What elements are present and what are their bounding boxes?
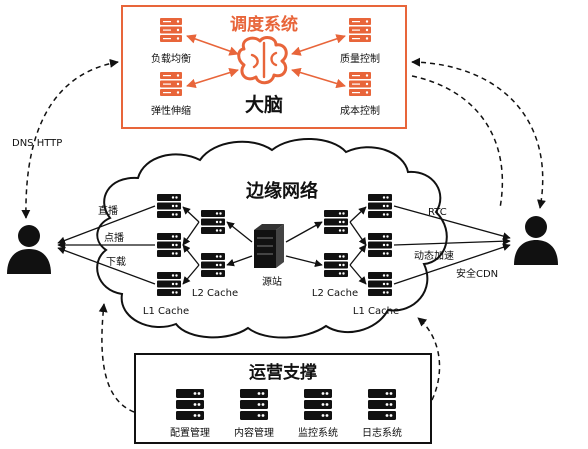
cost-control-server-icon: [349, 72, 371, 96]
left-l1-server-top: [157, 194, 181, 218]
monitoring-system-label: 监控系统: [298, 426, 338, 439]
quality-control-label: 质量控制: [340, 52, 380, 65]
right-l1-server-bottom: [368, 272, 392, 296]
autoscaling-server-icon: [160, 72, 182, 96]
dynamic-acceleration-label: 动态加速: [414, 249, 454, 262]
live-label: 直播: [98, 204, 118, 217]
left-l2-cache-label: L2 Cache: [192, 288, 238, 299]
protocol-label: DNS HTTP: [12, 138, 62, 149]
left-l1-server-bottom: [157, 272, 181, 296]
autoscaling-label: 弹性伸缩: [151, 104, 191, 117]
right-l1-server-mid: [368, 233, 392, 257]
config-management-icon: [176, 389, 204, 420]
right-l2-server-bottom: [324, 253, 348, 277]
operations-title: 运营支撑: [249, 362, 317, 383]
right-user-icon: [514, 216, 558, 265]
brain-icon: [237, 36, 288, 85]
cost-control-label: 成本控制: [340, 104, 380, 117]
secure-cdn-label: 安全CDN: [456, 267, 498, 280]
content-management-label: 内容管理: [234, 426, 274, 439]
scheduling-title: 调度系统: [230, 14, 298, 35]
config-management-label: 配置管理: [170, 426, 210, 439]
scheduling-system-box: 调度系统 大脑 负载均衡 弹性伸缩 质量控制 成本控制: [121, 5, 407, 129]
right-l1-server-top: [368, 194, 392, 218]
right-l2-server-top: [324, 210, 348, 234]
edge-network-title: 边缘网络: [245, 180, 318, 202]
left-user-icon: [7, 225, 51, 274]
brain-label: 大脑: [245, 93, 283, 116]
vod-label: 点播: [104, 231, 124, 244]
left-l1-cache-label: L1 Cache: [143, 306, 189, 317]
left-l2-server-bottom: [201, 253, 225, 277]
logging-system-label: 日志系统: [362, 426, 402, 439]
left-l2-server-top: [201, 210, 225, 234]
origin-label: 源站: [262, 275, 282, 288]
edge-connections: [57, 205, 511, 285]
dashed-connectors: [21, 57, 546, 413]
logging-system-icon: [368, 389, 396, 420]
download-label: 下载: [106, 256, 126, 268]
quality-control-server-icon: [349, 18, 371, 42]
right-l1-cache-label: L1 Cache: [353, 306, 399, 317]
origin-server-icon: [254, 224, 284, 268]
right-l2-cache-label: L2 Cache: [312, 288, 358, 299]
left-l1-server-mid: [157, 233, 181, 257]
monitoring-system-icon: [304, 389, 332, 420]
load-balancing-server-icon: [160, 18, 182, 42]
operations-support-box: 运营支撑 配置管理 内容管理 监控系统 日志系统: [134, 353, 432, 444]
rtc-label: RTC: [428, 207, 447, 218]
load-balancing-label: 负载均衡: [151, 52, 191, 65]
content-management-icon: [240, 389, 268, 420]
